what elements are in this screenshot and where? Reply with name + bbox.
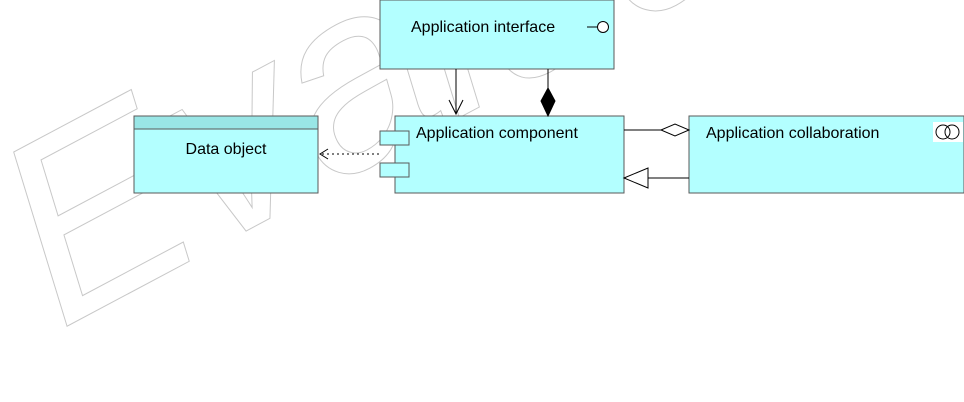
composition-relation[interactable] [540, 69, 556, 118]
interface-lollipop-icon [587, 21, 609, 33]
component-ports-icon [379, 130, 410, 178]
application-collaboration-label: Application collaboration [706, 125, 879, 142]
application-component-element[interactable]: Application component [379, 115, 625, 194]
application-interface-label: Application interface [411, 19, 555, 36]
dotted-arrow-head [319, 148, 329, 160]
application-collaboration-box[interactable] [688, 115, 964, 194]
open-arrow-head [448, 99, 464, 116]
hollow-diamond-marker [659, 123, 691, 137]
aggregation-relation[interactable] [624, 123, 691, 137]
application-component-label: Application component [416, 125, 578, 142]
application-collaboration-element[interactable]: Application collaboration [688, 115, 964, 194]
serving-relation[interactable] [448, 69, 464, 116]
application-interface-element[interactable]: Application interface [379, 0, 615, 70]
hollow-triangle-marker [622, 167, 649, 189]
data-object-element[interactable]: Data object [133, 115, 319, 194]
data-object-header [133, 115, 319, 130]
data-object-label: Data object [186, 141, 267, 158]
collaboration-rings-icon [933, 122, 963, 142]
application-interface-box[interactable] [379, 0, 615, 70]
specialization-relation[interactable] [622, 167, 689, 189]
access-relation[interactable] [319, 148, 380, 160]
application-component-box[interactable] [394, 115, 625, 194]
filled-diamond-marker [540, 86, 556, 118]
